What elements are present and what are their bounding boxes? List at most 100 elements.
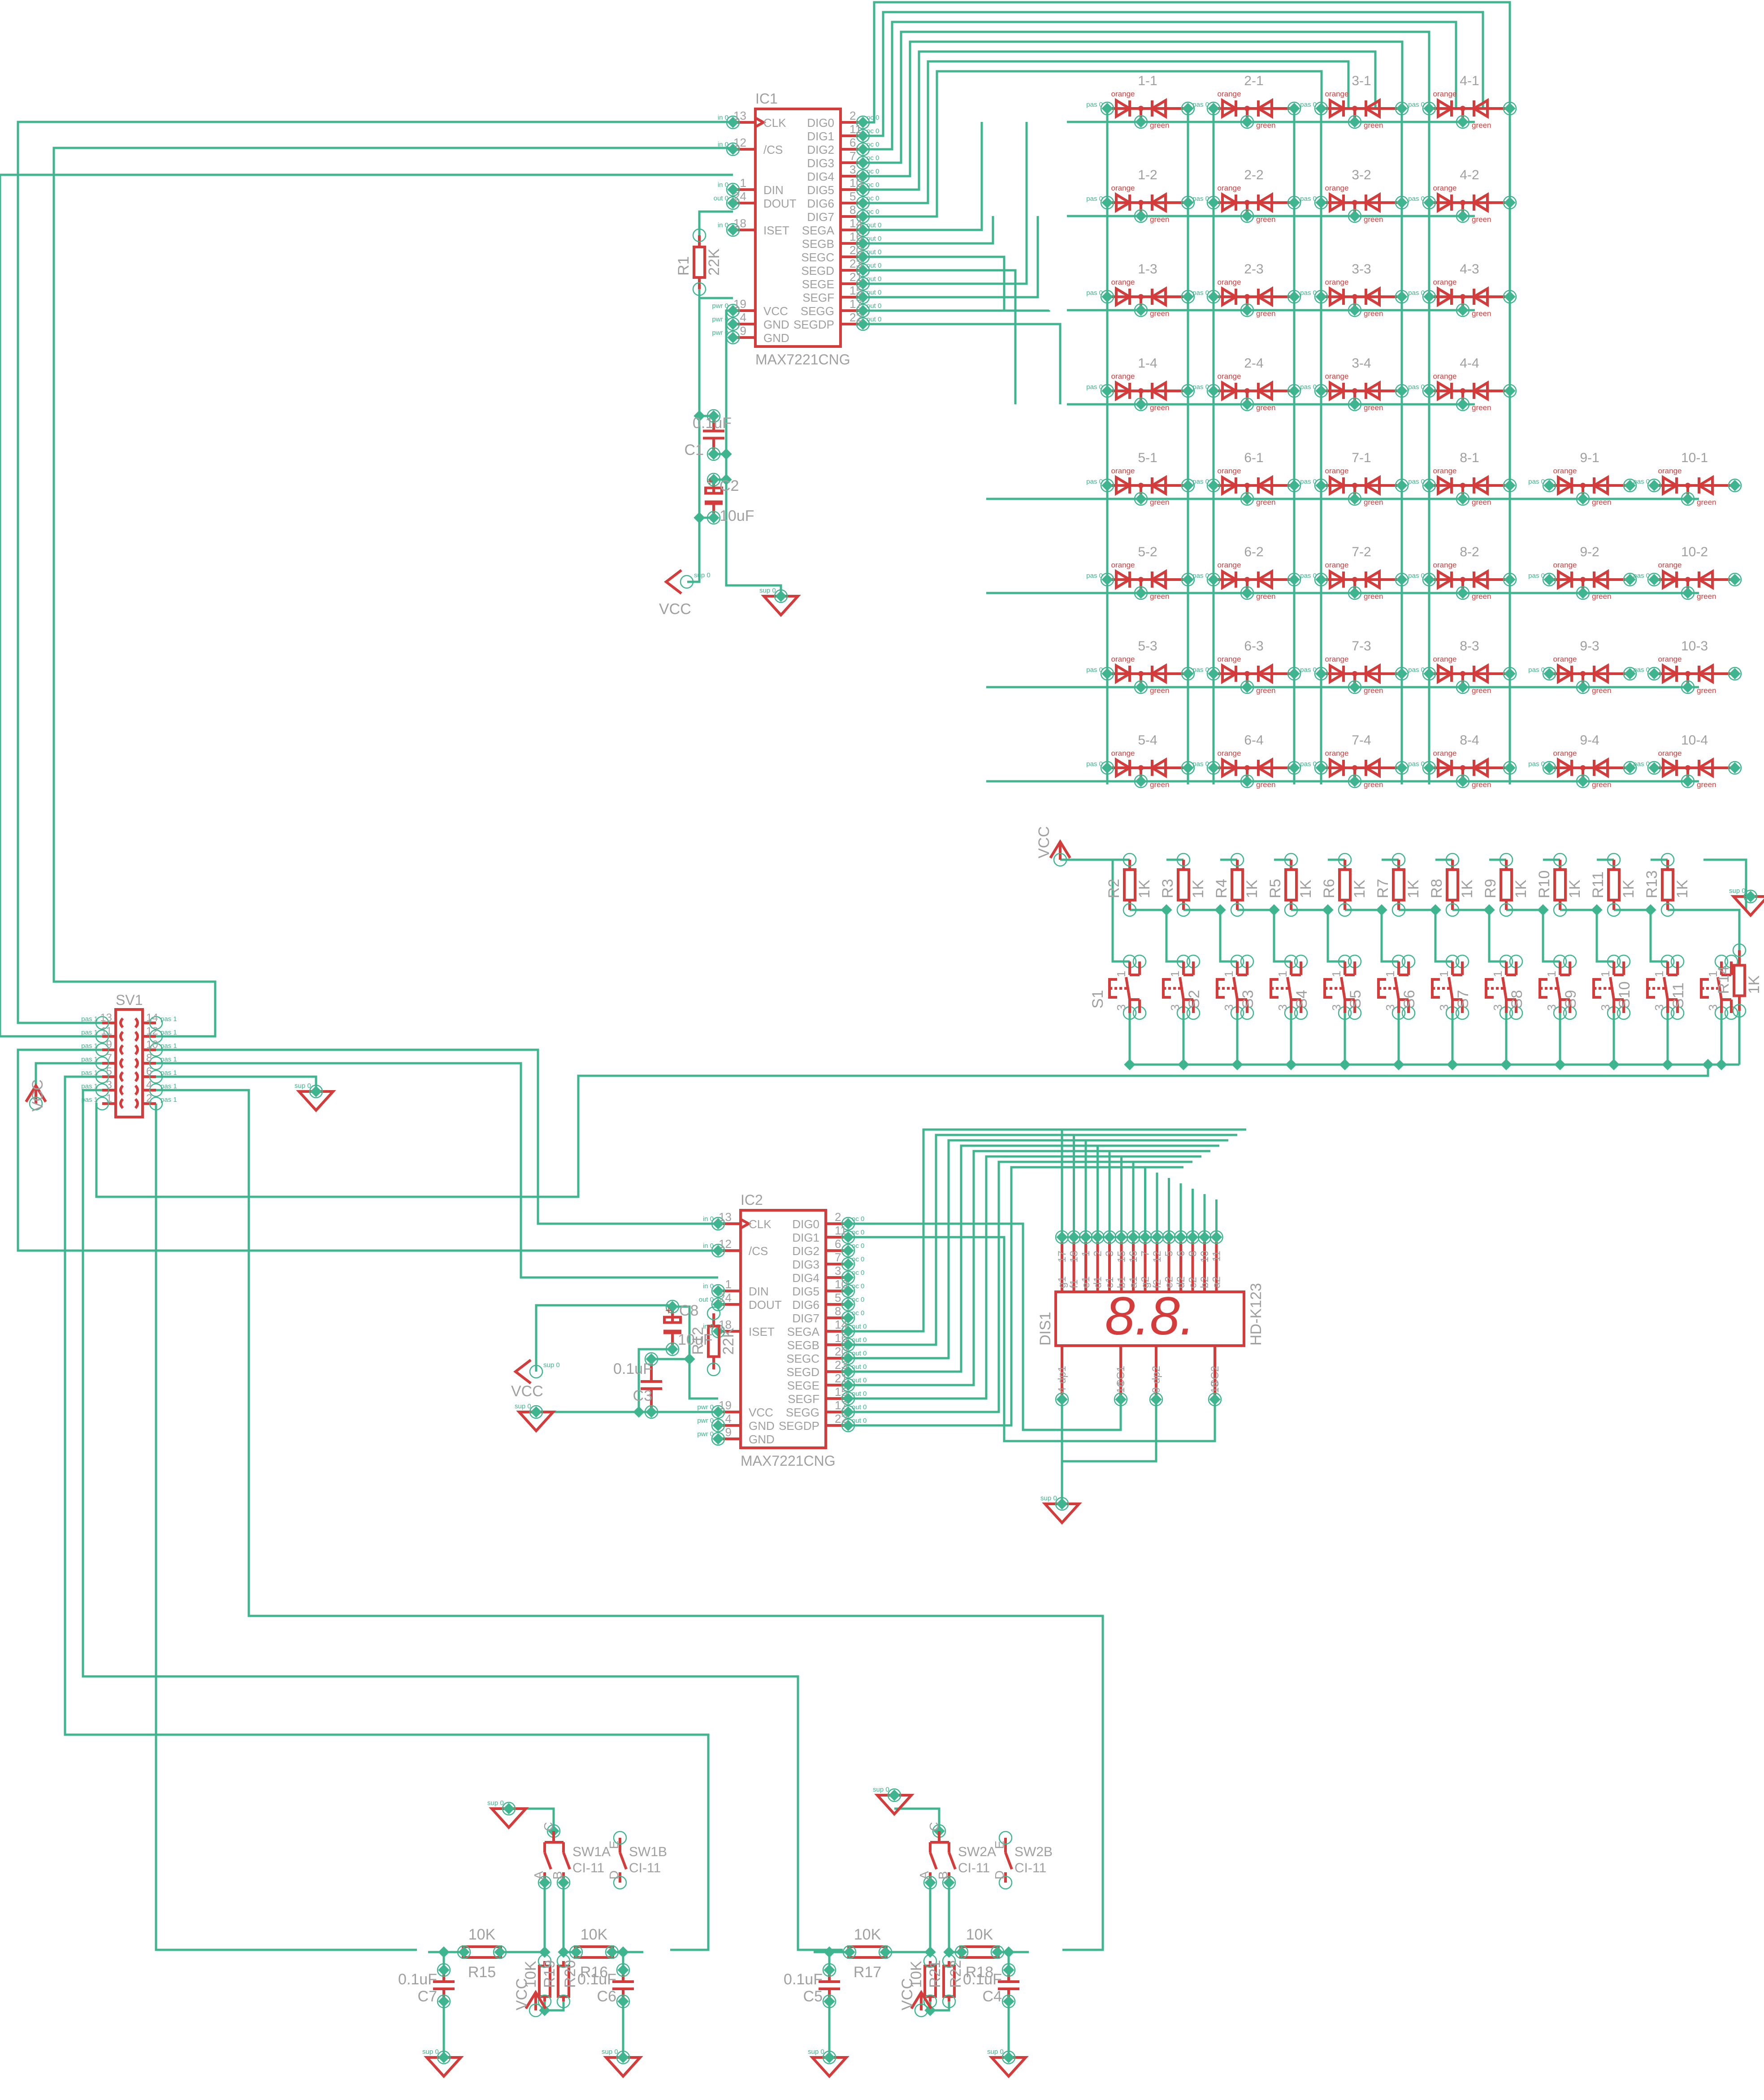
resistor-value: 1K bbox=[1351, 879, 1368, 898]
led-orange-icon bbox=[1115, 380, 1132, 402]
pin-type: pas 1 bbox=[81, 1056, 98, 1063]
junction-dot bbox=[1124, 1059, 1136, 1070]
pin-type: pas 0 bbox=[1192, 383, 1209, 391]
pin-marker bbox=[1576, 492, 1590, 506]
led-orange-icon bbox=[1437, 192, 1454, 213]
cap-value: 0.1uF bbox=[784, 1971, 823, 1988]
led-label: 9-2 bbox=[1580, 545, 1599, 559]
resistor-body bbox=[557, 1965, 570, 1998]
junction-dot bbox=[1457, 304, 1469, 316]
pin-letter: E bbox=[993, 1840, 1006, 1849]
pin-type: sup 0 bbox=[1040, 1494, 1057, 1502]
pin-type: out 0 bbox=[867, 302, 881, 310]
junction-dot bbox=[1315, 762, 1327, 774]
pin-marker bbox=[1623, 478, 1637, 493]
led-color-label: green bbox=[1150, 309, 1169, 318]
pin-number: 3 bbox=[1437, 1005, 1451, 1011]
led-color-label: green bbox=[1256, 121, 1275, 130]
junction-dot bbox=[1241, 681, 1253, 693]
pin-name: SEGE bbox=[802, 277, 834, 291]
pin-marker bbox=[856, 263, 870, 277]
connector-contact bbox=[119, 1071, 124, 1082]
junction-dot bbox=[1396, 574, 1408, 585]
pin-type: pas 0 bbox=[1300, 572, 1317, 580]
junction-dot bbox=[1210, 1231, 1222, 1243]
component-layer bbox=[25, 98, 1764, 2078]
pin-number: 17 bbox=[1056, 1251, 1068, 1263]
junction-dot bbox=[1288, 197, 1300, 208]
pin-number: 12 bbox=[146, 1025, 158, 1037]
led-color-label: orange bbox=[1658, 655, 1682, 663]
pin-type: pas 1 bbox=[160, 1082, 177, 1090]
pin-number: 7 bbox=[849, 149, 856, 163]
pin-marker bbox=[1206, 761, 1221, 775]
led-color-label: orange bbox=[1325, 655, 1349, 663]
pin-number: 3 bbox=[835, 1264, 841, 1277]
junction-dot bbox=[1349, 681, 1361, 693]
pin-marker bbox=[1100, 195, 1114, 210]
pin-type: pas 1 bbox=[160, 1042, 177, 1050]
pin-number: 2 bbox=[1092, 1251, 1104, 1256]
led-orange-icon bbox=[1437, 569, 1454, 590]
pin-type: pas 0 bbox=[1528, 666, 1545, 674]
pin-marker bbox=[1134, 397, 1148, 411]
led-green-icon bbox=[1256, 192, 1273, 213]
connector-contact bbox=[119, 1098, 124, 1109]
pin-marker bbox=[841, 1243, 855, 1258]
led-green-icon bbox=[1471, 475, 1489, 496]
pin-number: 7 bbox=[1140, 1251, 1152, 1256]
junction-dot bbox=[1376, 904, 1387, 916]
pin-type: oc 0 bbox=[852, 1309, 864, 1317]
led-green-icon bbox=[1471, 98, 1489, 119]
pin-type: pas 1 bbox=[81, 1096, 98, 1104]
wire bbox=[1062, 1399, 1157, 1463]
pin-marker bbox=[1206, 384, 1221, 398]
pin-marker bbox=[841, 1338, 855, 1352]
pin-type: pas 0 bbox=[1086, 572, 1103, 580]
pin-type: pas 1 bbox=[81, 1042, 98, 1050]
junction-dot bbox=[1591, 904, 1603, 916]
led-color-label: green bbox=[1364, 780, 1383, 789]
pin-number: 13 bbox=[1209, 1381, 1221, 1393]
led-green-icon bbox=[1696, 663, 1714, 684]
pin-number: 2 bbox=[835, 1210, 841, 1224]
pin-marker bbox=[822, 1994, 836, 2009]
pin-marker bbox=[711, 1243, 725, 1258]
pin-marker bbox=[1284, 853, 1298, 867]
pin-marker bbox=[529, 1364, 543, 1379]
junction-dot bbox=[1349, 116, 1361, 128]
pin-type: out 0 bbox=[867, 275, 881, 283]
pin-marker bbox=[1181, 195, 1195, 210]
led-label: 5-1 bbox=[1138, 450, 1157, 465]
pin-name: DIN bbox=[763, 183, 784, 197]
led-color-label: green bbox=[1150, 403, 1169, 412]
junction-dot bbox=[1648, 668, 1660, 680]
pin-marker bbox=[856, 142, 870, 156]
pin-type: pwr 0 bbox=[697, 1417, 714, 1425]
junction-dot bbox=[844, 1946, 855, 1958]
pin-name: GND bbox=[763, 331, 789, 345]
pin-type: out 0 bbox=[714, 195, 728, 202]
junction-dot bbox=[943, 1877, 955, 1888]
connector-contact bbox=[119, 1057, 124, 1069]
junction-dot bbox=[1003, 1964, 1014, 1976]
pin-marker bbox=[1456, 397, 1470, 411]
switch-blade bbox=[619, 1852, 628, 1870]
led-orange-icon bbox=[1662, 757, 1679, 779]
pin-type: pas 0 bbox=[1300, 760, 1317, 768]
pin-marker bbox=[1181, 667, 1195, 681]
pin-name: SEGF bbox=[802, 291, 834, 304]
pin-marker bbox=[1100, 478, 1114, 493]
resistor-value: 1K bbox=[1746, 975, 1763, 994]
pin-type: oc 0 bbox=[852, 1296, 864, 1303]
pin-marker bbox=[149, 1056, 163, 1070]
pin-marker bbox=[1001, 1994, 1016, 2009]
pin-type: sup 0 bbox=[987, 2048, 1004, 2056]
ic-name: IC1 bbox=[755, 91, 778, 107]
pin-number: 8 bbox=[1187, 1251, 1199, 1256]
pin-number: 3 bbox=[1276, 1005, 1289, 1011]
pin-name: dp2 bbox=[1150, 1366, 1162, 1384]
pin-type: out 0 bbox=[852, 1336, 867, 1344]
led-orange-icon bbox=[1329, 192, 1346, 213]
pin-marker bbox=[1422, 572, 1436, 587]
